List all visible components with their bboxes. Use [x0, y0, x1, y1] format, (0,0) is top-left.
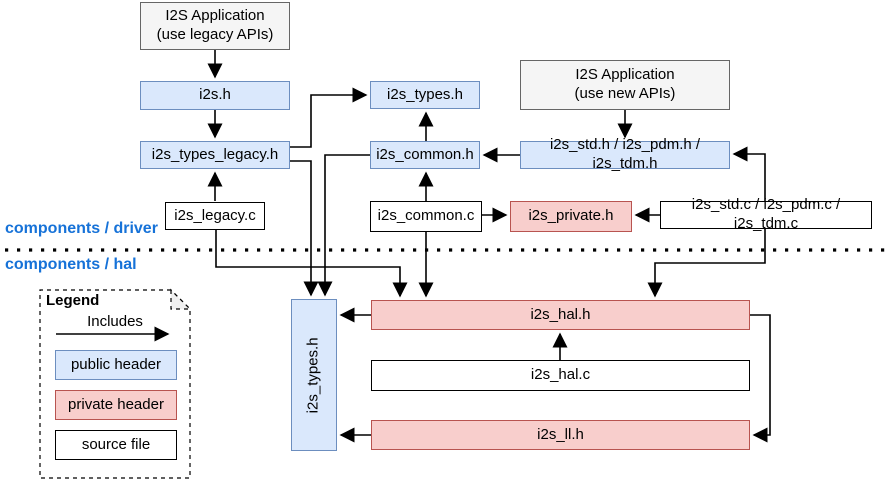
node-label: i2s_types_legacy.h: [151, 145, 279, 163]
node-i2s-ll-h: i2s_ll.h: [371, 420, 750, 450]
node-label: i2s_std.h / i2s_pdm.h / i2s_tdm.h: [549, 136, 701, 172]
node-i2s-h: i2s.h: [140, 81, 290, 110]
node-i2s-hal-c: i2s_hal.c: [371, 360, 750, 391]
node-label: I2S Application(use new APIs): [574, 66, 676, 102]
legend-public-header-swatch: public header: [55, 350, 177, 380]
node-i2s-types-legacy-h: i2s_types_legacy.h: [140, 141, 290, 169]
node-i2s-types-h: i2s_types.h: [370, 81, 480, 109]
legend-title: Legend: [46, 292, 100, 309]
node-i2s-private-h: i2s_private.h: [510, 201, 632, 232]
edge-i2s-types-legacy-h-to-i2s-types-h: [290, 87, 368, 148]
section-label-components-driver: components / driver: [5, 220, 158, 237]
node-label: i2s_types.h: [304, 337, 322, 413]
node-i2s-std-pdm-tdm-h: i2s_std.h / i2s_pdm.h / i2s_tdm.h: [520, 136, 730, 172]
node-hal-i2s-types-h: i2s_types.h: [291, 299, 337, 451]
legend-folded-corner: [170, 288, 192, 310]
section-label-components-hal: components / hal: [5, 256, 137, 273]
legend-private-header-swatch: private header: [55, 390, 177, 420]
legend-item-label: private header: [68, 395, 164, 413]
legend-item-label: source file: [81, 435, 151, 453]
node-label: i2s_common.c: [377, 207, 475, 225]
node-i2s-common-h: i2s_common.h: [370, 141, 480, 169]
node-label: i2s.h: [199, 86, 231, 104]
node-label: i2s_hal.c: [530, 366, 591, 384]
edge-i2s-types-legacy-h-to-hal-i2s-types-h: [290, 160, 319, 297]
node-label: i2s_legacy.c: [174, 206, 256, 224]
legend-item-label: public header: [70, 355, 162, 373]
edge-i2s-hal-h-to-i2s-ll-h: [750, 314, 771, 443]
node-label: i2s_ll.h: [537, 425, 584, 443]
node-i2s-std-pdm-tdm-c: i2s_std.c / i2s_pdm.c / i2s_tdm.c: [660, 196, 872, 232]
node-i2s-hal-h: i2s_hal.h: [371, 300, 750, 330]
node-label: I2S Application(use legacy APIs): [156, 7, 274, 43]
node-i2s-common-c: i2s_common.c: [370, 201, 482, 232]
node-label: i2s_std.c / i2s_pdm.c / i2s_tdm.c: [691, 196, 841, 232]
edge-i2s-legacy-c-to-i2s-hal-h: [215, 230, 408, 298]
node-i2s-application-new: I2S Application(use new APIs): [520, 60, 730, 110]
node-label: i2s_hal.h: [530, 305, 591, 323]
legend-includes-label: Includes: [87, 313, 143, 330]
edge-i2s-std-c-to-i2s-std-h: [732, 146, 766, 201]
node-label: i2s_types.h: [387, 85, 463, 103]
edge-i2s-common-h-to-hal-i2s-types-h: [317, 154, 370, 297]
node-i2s-legacy-c: i2s_legacy.c: [165, 202, 265, 230]
legend-source-file-swatch: source file: [55, 430, 177, 460]
legend-note-outline: [39, 288, 192, 479]
node-label: i2s_common.h: [376, 145, 474, 163]
edge-i2s-std-c-to-i2s-hal-h: [647, 229, 766, 298]
node-i2s-application-legacy: I2S Application(use legacy APIs): [140, 2, 290, 50]
node-label: i2s_private.h: [528, 207, 614, 225]
